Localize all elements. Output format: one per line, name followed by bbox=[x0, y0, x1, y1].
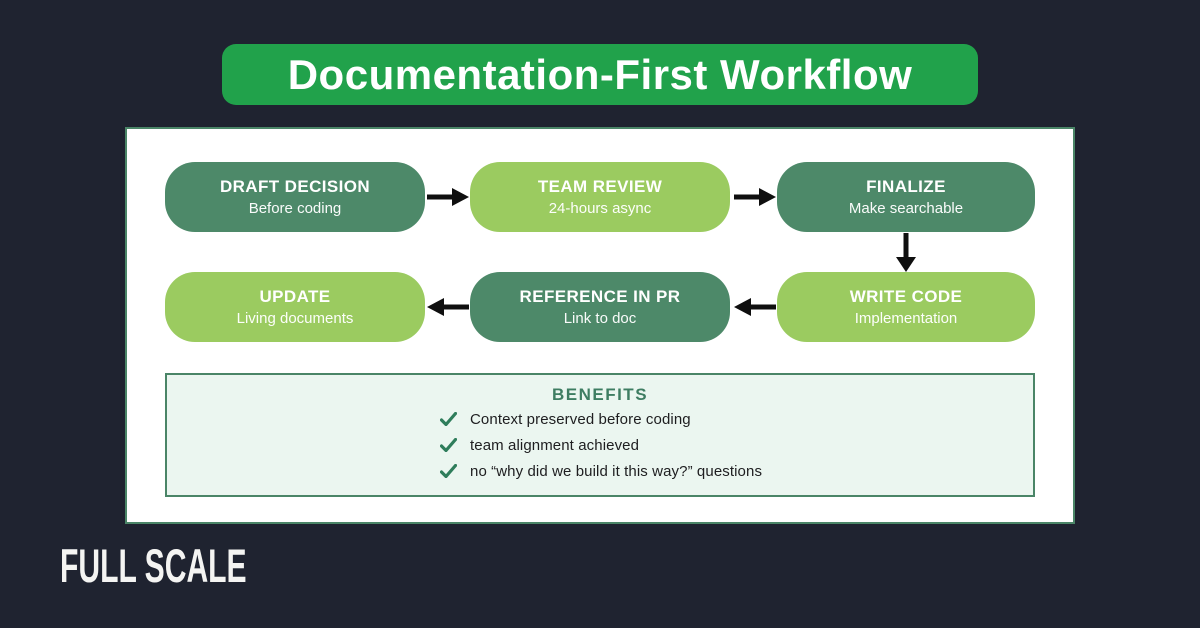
benefit-text: team alignment achieved bbox=[470, 436, 640, 454]
step-title: WRITE CODE bbox=[849, 287, 963, 306]
step-subtitle: Link to doc bbox=[563, 310, 637, 327]
arrow-right-icon bbox=[734, 187, 776, 207]
step-subtitle: Living documents bbox=[236, 310, 354, 327]
step-title: REFERENCE IN PR bbox=[519, 287, 681, 306]
step-title: TEAM REVIEW bbox=[537, 177, 663, 196]
step-subtitle: Before coding bbox=[248, 200, 342, 217]
arrow-down-icon bbox=[895, 233, 917, 272]
workflow-step-write-code: WRITE CODE Implementation bbox=[777, 272, 1035, 342]
step-subtitle: Make searchable bbox=[848, 200, 964, 217]
benefits-title: BENEFITS bbox=[551, 385, 649, 404]
check-icon bbox=[440, 412, 457, 426]
workflow-step-team-review: TEAM REVIEW 24-hours async bbox=[470, 162, 730, 232]
title-banner: Documentation-First Workflow bbox=[222, 44, 978, 105]
benefits-list: Context preserved before coding team ali… bbox=[440, 409, 762, 487]
step-subtitle: 24-hours async bbox=[548, 200, 652, 217]
arrow-left-icon bbox=[734, 297, 776, 317]
list-item: team alignment achieved bbox=[440, 435, 762, 455]
benefit-text: Context preserved before coding bbox=[470, 410, 691, 428]
arrow-right-icon bbox=[427, 187, 469, 207]
workflow-step-update: UPDATE Living documents bbox=[165, 272, 425, 342]
workflow-step-reference-in-pr: REFERENCE IN PR Link to doc bbox=[470, 272, 730, 342]
step-title: UPDATE bbox=[259, 287, 331, 306]
arrow-left-icon bbox=[427, 297, 469, 317]
workflow-step-finalize: FINALIZE Make searchable bbox=[777, 162, 1035, 232]
full-scale-logo: FULL SCALE bbox=[60, 539, 247, 592]
step-subtitle: Implementation bbox=[854, 310, 958, 327]
workflow-step-draft-decision: DRAFT DECISION Before coding bbox=[165, 162, 425, 232]
list-item: no “why did we build it this way?” quest… bbox=[440, 461, 762, 481]
page-title: Documentation-First Workflow bbox=[287, 50, 913, 98]
step-title: FINALIZE bbox=[866, 177, 946, 196]
workflow-panel: DRAFT DECISION Before coding TEAM REVIEW… bbox=[125, 127, 1075, 524]
benefits-box: BENEFITS Context preserved before coding bbox=[165, 373, 1035, 497]
step-title: DRAFT DECISION bbox=[219, 177, 371, 196]
benefit-text: no “why did we build it this way?” quest… bbox=[470, 462, 763, 480]
list-item: Context preserved before coding bbox=[440, 409, 762, 429]
check-icon bbox=[440, 464, 457, 478]
check-icon bbox=[440, 438, 457, 452]
